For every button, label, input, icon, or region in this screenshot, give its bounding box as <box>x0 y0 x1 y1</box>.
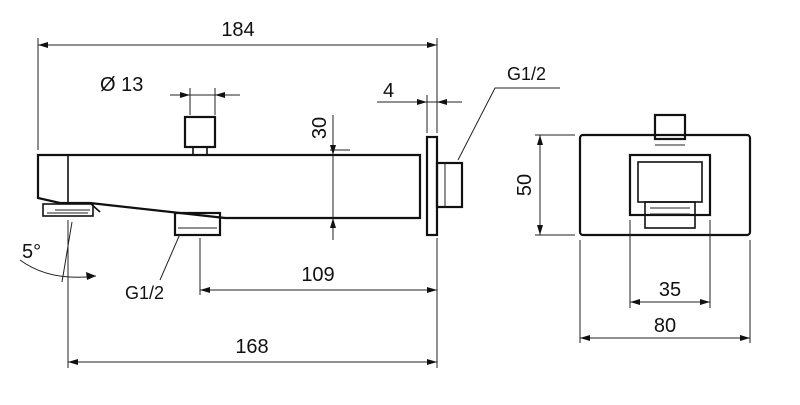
spout-inner <box>637 161 703 203</box>
side-view <box>19 38 560 368</box>
top-pin-front <box>653 113 687 141</box>
spout-body-outline <box>36 153 422 220</box>
dim-spout-height: 30 <box>309 117 331 139</box>
label-thread-rear: G1/2 <box>507 64 546 84</box>
outlet-nozzle <box>42 203 94 217</box>
dim-pin-diameter: Ø 13 <box>100 74 143 96</box>
dim-inlet-to-wall: 109 <box>301 264 334 286</box>
dim-spout-length: 168 <box>235 336 268 358</box>
spout-section <box>628 153 712 217</box>
wall-plate <box>578 133 752 237</box>
label-tilt-angle: 5° <box>22 241 41 263</box>
dim-plate-height: 50 <box>514 174 536 196</box>
dim-inner-width: 35 <box>659 279 681 301</box>
dim-flange-thickness: 4 <box>383 80 394 102</box>
dim-overall-length: 184 <box>221 19 254 41</box>
front-view <box>535 113 752 343</box>
rear-connector <box>435 161 464 209</box>
diverter-pin <box>183 115 217 149</box>
outlet-front <box>644 201 696 229</box>
bottom-inlet-boss <box>173 211 222 237</box>
wall-flange <box>425 135 439 237</box>
dim-plate-width: 80 <box>654 315 676 337</box>
diverter-pin-stem <box>192 146 208 156</box>
label-thread-bottom: G1/2 <box>125 283 164 303</box>
